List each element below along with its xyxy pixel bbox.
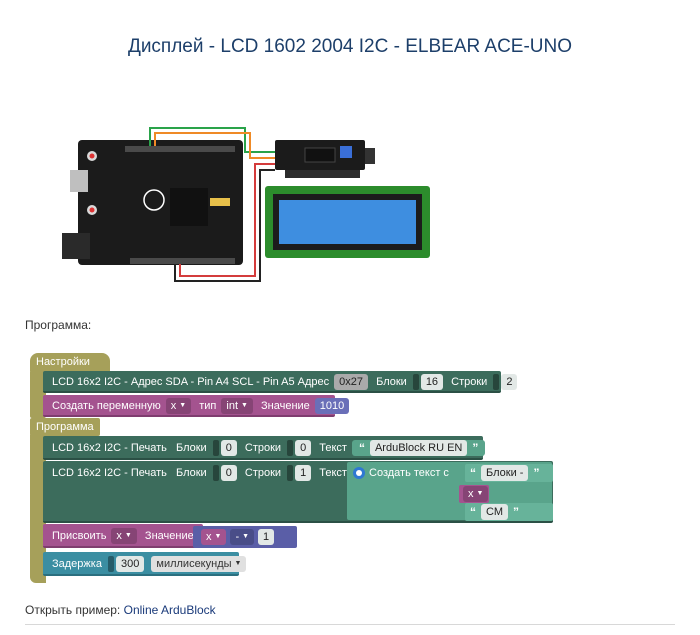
i2c-module-image bbox=[275, 140, 375, 178]
chevron-down-icon: ▼ bbox=[124, 532, 132, 540]
chevron-down-icon: ▼ bbox=[214, 533, 222, 541]
print1-rows-input[interactable]: 0 bbox=[295, 440, 312, 457]
lcd-address-input[interactable]: 0x27 bbox=[334, 374, 369, 391]
variable-name-dropdown[interactable]: x▼ bbox=[165, 398, 192, 415]
assign-variable-dropdown[interactable]: x▼ bbox=[111, 528, 137, 545]
delay-value-input[interactable]: 300 bbox=[115, 556, 145, 573]
program-label: Программа: bbox=[25, 318, 92, 332]
chevron-down-icon: ▼ bbox=[476, 490, 484, 498]
delay-unit-dropdown[interactable]: миллисекунды▼ bbox=[151, 556, 247, 573]
print1-cols-input[interactable]: 0 bbox=[220, 440, 237, 457]
chevron-down-icon: ▼ bbox=[179, 402, 187, 410]
arduino-board-image bbox=[62, 140, 243, 265]
chevron-down-icon: ▼ bbox=[242, 533, 250, 541]
gear-icon[interactable] bbox=[353, 467, 365, 480]
variable-value-input[interactable]: 1010 bbox=[314, 398, 350, 415]
text-part-2-variable[interactable]: x▼ bbox=[459, 485, 489, 503]
print2-rows-input[interactable]: 1 bbox=[295, 465, 312, 482]
lcd-cols-input[interactable]: 16 bbox=[420, 374, 444, 391]
math-operator-dropdown[interactable]: -▼ bbox=[230, 529, 255, 546]
block-workspace[interactable]: Настройки LCD 16x2 I2C - Адрес SDA - Pin… bbox=[25, 348, 565, 593]
wiring-diagram-image bbox=[62, 127, 430, 282]
math-operation-block[interactable]: x▼-▼1 bbox=[193, 526, 297, 548]
settings-block-spine bbox=[30, 370, 46, 418]
settings-block-header[interactable]: Настройки bbox=[30, 353, 110, 371]
math-right-input[interactable]: 1 bbox=[258, 529, 275, 546]
lcd-rows-input[interactable]: 2 bbox=[501, 374, 518, 391]
print1-text-literal[interactable]: “ArduBlock RU EN” bbox=[351, 440, 486, 457]
math-left-variable-dropdown[interactable]: x▼ bbox=[201, 529, 227, 546]
page-title: Дисплей - LCD 1602 2004 I2C - ELBEAR ACE… bbox=[127, 36, 573, 57]
program-block-spine bbox=[30, 435, 46, 583]
program-block-header[interactable]: Программа bbox=[30, 418, 100, 436]
text-part-3[interactable]: “СМ” bbox=[465, 503, 553, 521]
chevron-down-icon: ▼ bbox=[241, 402, 248, 410]
variable-type-dropdown[interactable]: int▼ bbox=[221, 398, 253, 415]
footer-divider bbox=[25, 624, 675, 625]
lcd-init-block[interactable]: LCD 16x2 I2C - Адрес SDA - Pin A4 SCL - … bbox=[43, 371, 518, 393]
chevron-down-icon: ▼ bbox=[234, 560, 242, 568]
print2-cols-input[interactable]: 0 bbox=[220, 465, 237, 482]
online-ardublock-link[interactable]: Online ArduBlock bbox=[123, 603, 216, 617]
lcd-display-image bbox=[265, 186, 430, 258]
text-part-1[interactable]: “Блоки -” bbox=[465, 464, 553, 482]
open-example-line: Открыть пример: Online ArduBlock bbox=[25, 603, 216, 617]
